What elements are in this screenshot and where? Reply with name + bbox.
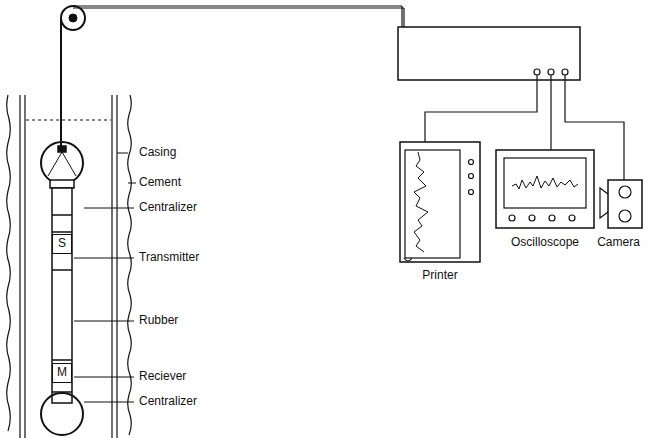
centralizer-label: Centralizer [138, 201, 198, 214]
printer-label: Printer [396, 264, 484, 282]
transmitter-label: Transmitter [138, 251, 200, 264]
borehole [7, 95, 132, 438]
node-text: Camera [597, 236, 640, 249]
casing-label: Casing [138, 146, 177, 159]
surface-equipment [398, 27, 642, 262]
node-text: M [57, 366, 67, 379]
leader-lines [74, 153, 136, 402]
centralizer-label: Centralizer [138, 395, 198, 408]
rubber-label: Rubber [138, 314, 179, 327]
logging-tool [41, 142, 83, 435]
receiver-box: M [52, 363, 72, 383]
transmitter-box: S [52, 234, 72, 254]
oscilloscope-label: Oscilloscope [490, 231, 600, 249]
node-text: Printer [422, 269, 457, 282]
cement-label: Cement [138, 176, 182, 189]
node-text: Oscilloscope [511, 236, 579, 249]
pulley-cable [61, 6, 404, 148]
receiver-label: Reciever [138, 370, 187, 383]
camera-label: Camera [592, 231, 645, 249]
node-text: S [58, 237, 66, 250]
